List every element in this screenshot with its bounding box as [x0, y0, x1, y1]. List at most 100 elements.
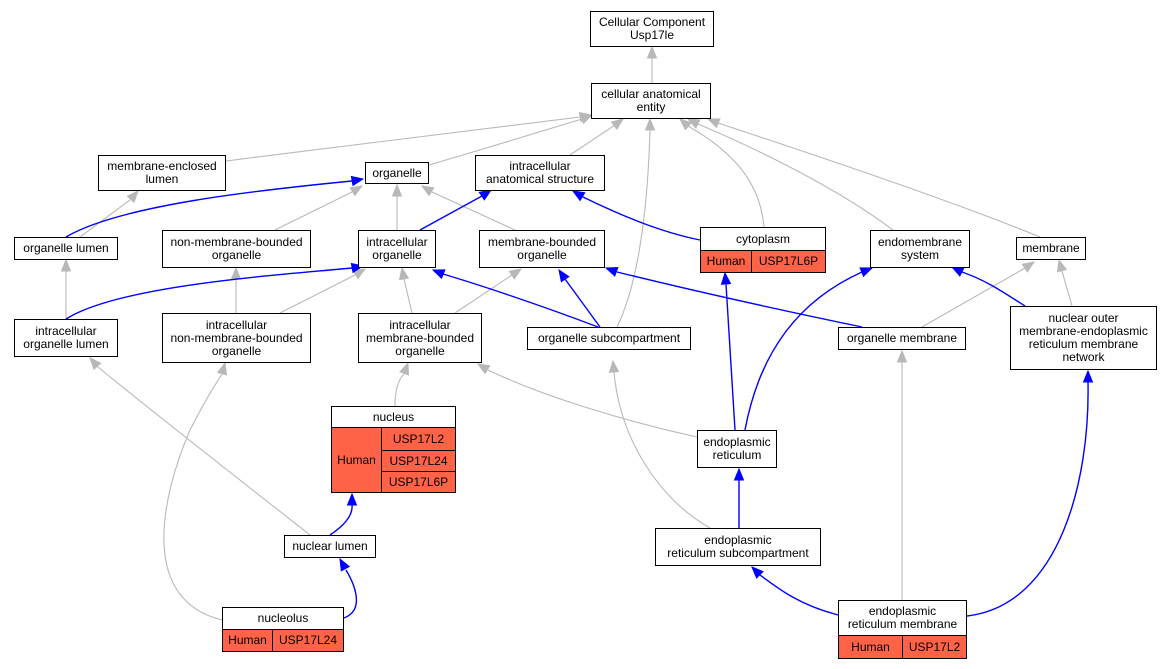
node-root[interactable]: Cellular Component Usp17le [590, 11, 714, 47]
edge-nucleolus-nlumen [339, 557, 358, 619]
node-er-subcompartment[interactable]: endoplasmic reticulum subcompartment [655, 528, 821, 566]
arrowhead [431, 269, 446, 280]
node-intracellular-non-membrane-bounded-organelle[interactable]: intracellular non-membrane-bounded organ… [162, 313, 311, 363]
arrowhead [346, 492, 358, 506]
node-organelle-lumen[interactable]: organelle lumen [14, 237, 118, 260]
arrowhead [60, 258, 72, 272]
node-organelle-subcompartment[interactable]: organelle subcompartment [527, 327, 691, 350]
node-nucleolus[interactable]: nucleolus Human USP17L24 [222, 607, 344, 652]
arrowhead [686, 118, 701, 129]
edge-osub-cae [616, 117, 656, 328]
arrowhead [339, 557, 351, 572]
arrowhead [476, 363, 491, 375]
gene-cell[interactable]: USP17L2 [382, 428, 455, 450]
edge-mbo-organelle [420, 185, 516, 231]
gene-cell[interactable]: USP17L24 [273, 630, 343, 651]
species-cell: Human [839, 636, 903, 658]
edge-er-endosys [744, 267, 874, 431]
arrowhead [558, 268, 570, 283]
arrowhead [350, 175, 365, 187]
gene-cell[interactable]: USP17L24 [382, 450, 455, 471]
edge-cyto-ias [571, 190, 701, 241]
node-endomembrane-system[interactable]: endomembrane system [870, 230, 970, 268]
edge-osub-intorg [431, 269, 599, 328]
node-non-membrane-bounded-organelle[interactable]: non-membrane-bounded organelle [162, 230, 311, 268]
arrowhead [751, 566, 764, 579]
node-membrane-enclosed-lumen[interactable]: membrane-enclosed lumen [98, 155, 226, 191]
arrowhead [1021, 261, 1036, 273]
edge-nucleolus-inmbo [163, 361, 228, 621]
species-cell: Human [332, 428, 382, 492]
arrowhead [720, 271, 732, 285]
node-er-membrane[interactable]: endoplasmic reticulum membrane Human USP… [838, 600, 967, 659]
arrowhead [604, 267, 619, 277]
edge-iol-orglumen [60, 258, 72, 319]
edge-nlumen-iol [89, 357, 311, 536]
edge-inmbo-nmbo [230, 266, 242, 313]
edge-intorg-ias [419, 189, 493, 231]
arrowhead [610, 118, 625, 131]
node-cytoplasm[interactable]: cytoplasm Human USP17L6P [700, 227, 826, 273]
edge-nucleus-imbo [394, 361, 409, 407]
node-label: endoplasmic reticulum membrane [839, 601, 966, 636]
node-nucleus[interactable]: nucleus Human USP17L2 USP17L24 USP17L6P [331, 406, 456, 493]
edge-endosys-cae [686, 118, 894, 231]
node-organelle[interactable]: organelle [365, 162, 429, 184]
edge-ermem-omem [896, 349, 908, 600]
arrowhead [706, 118, 721, 129]
node-intracellular-organelle-lumen[interactable]: intracellular organelle lumen [14, 319, 118, 357]
node-nuclear-outer-membrane-er-network[interactable]: nuclear outer membrane-endoplasmic retic… [1010, 306, 1157, 370]
edge-orglumen-organelle [65, 175, 365, 238]
node-cellular-anatomical-entity[interactable]: cellular anatomical entity [591, 83, 711, 119]
node-organelle-membrane[interactable]: organelle membrane [838, 327, 966, 350]
edge-ersub-osub [608, 359, 711, 529]
arrowhead [733, 467, 745, 481]
edge-omem-membrane [921, 261, 1036, 328]
edge-inmbo-intorg [279, 268, 367, 314]
node-membrane[interactable]: membrane [1016, 237, 1086, 260]
edge-ersub-er [733, 467, 745, 528]
arrowhead [571, 190, 586, 202]
arrowhead [478, 189, 493, 201]
arrowhead [646, 45, 658, 59]
node-membrane-bounded-organelle[interactable]: membrane-bounded organelle [479, 230, 605, 268]
species-cell: Human [223, 630, 273, 651]
arrowhead [349, 185, 364, 197]
arrowhead [508, 268, 523, 280]
arrowhead [608, 359, 620, 373]
edge-ermem-nomer [966, 369, 1094, 617]
arrowhead [679, 118, 693, 131]
arrowhead [950, 266, 965, 277]
arrowhead [1082, 369, 1094, 383]
edge-nmbo-organelle [274, 185, 364, 231]
arrowhead [126, 190, 139, 204]
edge-ias-cae [569, 118, 625, 156]
node-label: cytoplasm [701, 228, 825, 251]
edge-nomer-membrane [1056, 258, 1073, 307]
arrowhead [398, 266, 410, 281]
node-label: nucleolus [223, 608, 343, 630]
gene-cell[interactable]: USP17L2 [903, 636, 966, 658]
node-intracellular-anatomical-structure[interactable]: intracellular anatomical structure [475, 155, 605, 191]
arrowhead [89, 357, 102, 371]
edge-ermem-ersub [751, 566, 839, 616]
gene-cell[interactable]: USP17L6P [752, 251, 825, 272]
edge-cae-root [646, 45, 658, 83]
gene-cell[interactable]: USP17L6P [382, 471, 455, 492]
edge-imbo-mbo [454, 268, 523, 314]
node-endoplasmic-reticulum[interactable]: endoplasmic reticulum [697, 430, 777, 468]
node-intracellular-membrane-bounded-organelle[interactable]: intracellular membrane-bounded organelle [358, 313, 482, 363]
node-nuclear-lumen[interactable]: nuclear lumen [284, 535, 376, 558]
arrowhead [579, 114, 594, 125]
species-cell: Human [701, 251, 752, 272]
edge-organelle-cae [428, 114, 594, 166]
edge-nomer-endosys [950, 266, 1026, 307]
edge-cyto-cae [679, 118, 765, 228]
edge-omem-mbo [604, 267, 863, 328]
arrowhead [230, 266, 242, 280]
arrowhead [216, 361, 228, 376]
edge-membrane-cae [706, 118, 1041, 238]
node-intracellular-organelle[interactable]: intracellular organelle [358, 230, 436, 268]
edge-er-cyto [720, 271, 736, 431]
